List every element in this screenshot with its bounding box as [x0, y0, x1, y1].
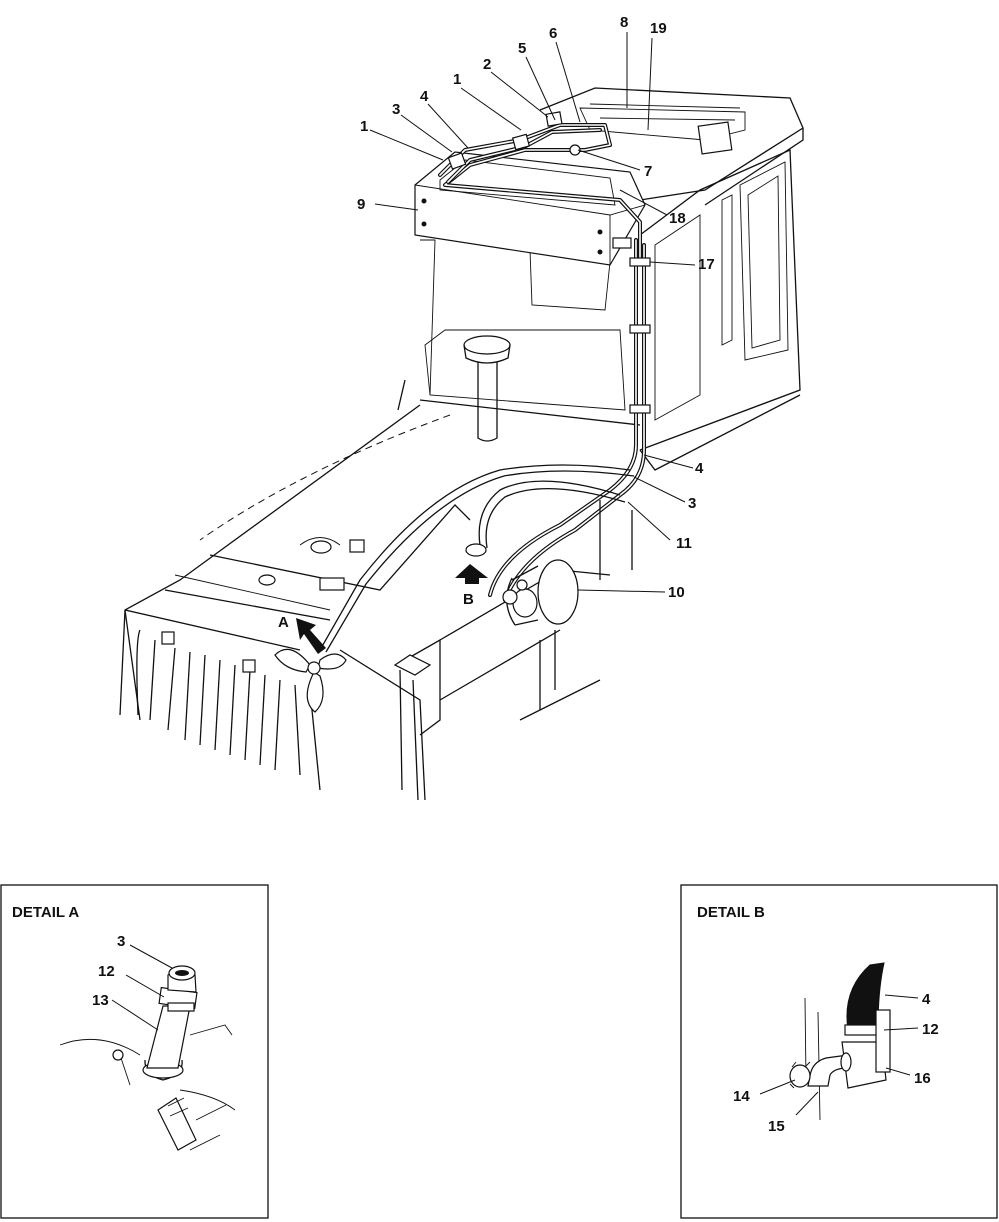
- callout-c-9: 9: [357, 196, 365, 213]
- detail-b-title: DETAIL B: [697, 904, 765, 921]
- callout-da-12: 12: [98, 963, 115, 980]
- cab-roof: [539, 87, 804, 206]
- callout-db-4: 4: [922, 991, 931, 1008]
- callout-c-1b: 1: [360, 118, 368, 135]
- detail-a-panel: DETAIL A 312 13: [0, 884, 269, 1219]
- callout-c-10: 10: [668, 584, 685, 601]
- callout-c-3a: 3: [392, 101, 400, 118]
- callout-c-8: 8: [620, 14, 628, 31]
- detail-a-callouts: 312 13: [92, 933, 125, 1009]
- callout-c-3b: 3: [688, 495, 696, 512]
- compressor: [502, 559, 579, 626]
- radiator-grille: [119, 609, 321, 791]
- callout-c-4b: 4: [695, 460, 704, 477]
- callout-c-6: 6: [549, 25, 557, 42]
- callout-c-5: 5: [518, 40, 526, 57]
- detail-b-callouts: 4 12 16 14 15: [733, 991, 939, 1135]
- view-arrow-a: [296, 618, 326, 654]
- roof-heater-box: [414, 151, 646, 266]
- callout-c-17: 17: [698, 256, 715, 273]
- marker-b-label: B: [463, 591, 474, 608]
- callout-db-12: 12: [922, 1021, 939, 1038]
- callout-c-11: 11: [676, 535, 692, 552]
- callout-da-3: 3: [117, 933, 125, 950]
- detail-b-panel: DETAIL B 4 12 16 14 15: [680, 884, 998, 1219]
- marker-a-label: A: [278, 614, 289, 631]
- hood-hoses: [319, 464, 635, 653]
- callout-db-16: 16: [914, 1070, 931, 1087]
- callout-db-15: 15: [768, 1118, 785, 1135]
- callout-c-19: 19: [650, 20, 667, 37]
- engine-fan: [274, 648, 347, 713]
- callout-c-2: 2: [483, 56, 491, 73]
- view-arrow-b: [455, 564, 488, 584]
- vertical-hoses: [488, 238, 651, 602]
- rooftop-hoses: [438, 111, 642, 262]
- callout-c-4a: 4: [420, 88, 429, 105]
- callout-da-13: 13: [92, 992, 109, 1009]
- detail-a-title: DETAIL A: [12, 904, 79, 921]
- main-leaders: [369, 32, 696, 593]
- callout-c-7: 7: [644, 163, 652, 180]
- exhaust-stack: [463, 335, 511, 442]
- callout-c-1a: 1: [453, 71, 461, 88]
- callout-c-18: 18: [669, 210, 686, 227]
- callout-db-14: 14: [733, 1088, 750, 1105]
